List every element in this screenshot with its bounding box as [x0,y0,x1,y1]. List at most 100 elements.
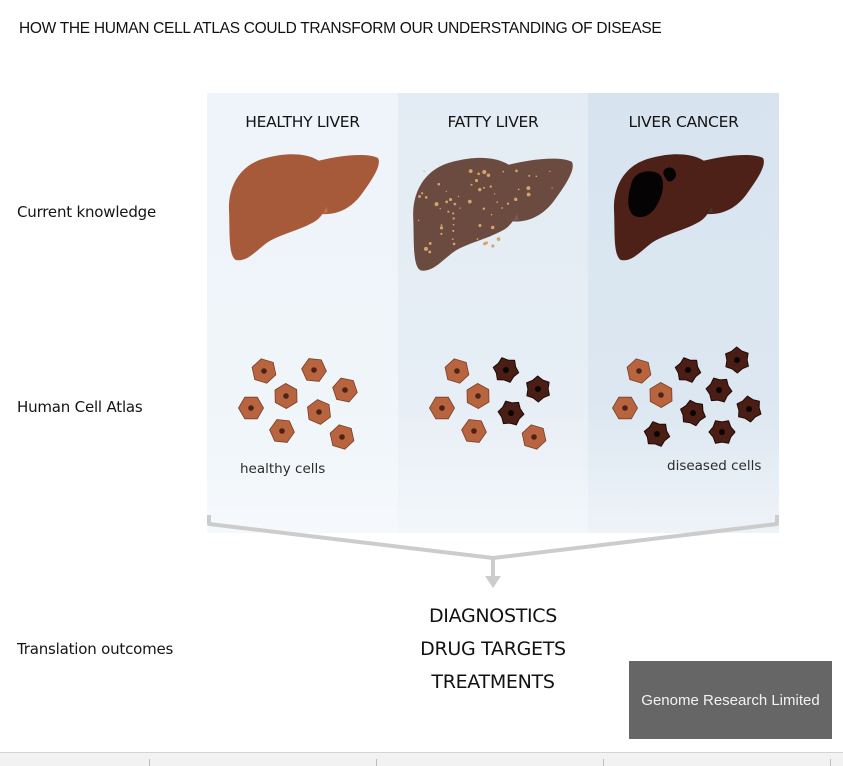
cell-nucleus [508,410,514,416]
cell-nucleus [636,368,642,374]
translation-outcomes-list: DIAGNOSTICS DRUG TARGETS TREATMENTS [380,600,606,699]
cell-nucleus [471,428,477,434]
fat-droplet [478,224,482,228]
fat-droplet [440,224,443,227]
fat-droplet [439,226,444,230]
fat-droplet [452,212,455,215]
fat-droplet [423,246,428,251]
fat-droplet [515,169,518,173]
credit-badge: Genome Research Limited [629,661,832,739]
fat-droplet [423,170,425,173]
fat-droplet [482,170,487,175]
fat-droplet [490,213,493,216]
cell-nucleus [685,367,691,373]
fat-droplet [452,217,455,220]
column-heading: HEALTHY LIVER [245,113,360,131]
healthy-cells-caption: healthy cells [240,461,326,477]
fat-droplet [490,225,495,230]
fat-droplet [501,207,503,209]
fat-droplet [489,185,492,188]
fat-droplet [483,186,485,189]
liver-left-lobe [228,154,331,261]
row-label-translation-outcomes: Translation outcomes [17,640,174,658]
cell-nucleus [503,367,509,373]
fat-droplet [418,195,422,198]
fat-droplet [486,173,491,177]
fat-droplet [452,223,455,226]
fat-droplet [417,219,420,222]
fat-droplet [496,237,501,241]
fat-droplet [535,175,538,178]
row-label-human-cell-atlas: Human Cell Atlas [17,398,143,416]
cell-nucleus [311,367,317,373]
fat-droplet [447,210,450,213]
cell-nucleus [439,405,445,411]
cell-nucleus [454,368,460,374]
cell-nucleus [475,393,481,399]
cell-nucleus [342,387,348,393]
liver-left-lobe [413,157,522,271]
diagram-title: HOW THE HUMAN CELL ATLAS COULD TRANSFORM… [19,20,662,37]
fat-droplet [496,201,499,203]
fat-droplet [424,196,428,199]
fat-droplet [493,193,496,195]
bottom-scroll-bar[interactable] [0,752,843,766]
bar-divider [603,759,604,766]
arrow-head-icon [485,576,501,588]
cell-nucleus [746,406,752,412]
fatty-liver-icon [413,157,573,271]
cell-nucleus [283,393,289,399]
bar-divider [830,759,831,766]
fat-droplet [457,195,460,198]
fat-droplet [434,202,439,207]
fat-droplet [528,174,531,177]
cell-nucleus [261,368,267,374]
liver-right-lobe [503,158,573,222]
cell-nucleus [690,410,696,416]
fat-droplet [482,207,486,211]
fat-droplet [420,192,424,195]
cell-nucleus [658,392,664,398]
fat-droplet [437,182,441,186]
fat-droplet [477,172,480,176]
fat-droplet [439,207,441,210]
liver-right-lobe [314,155,379,215]
outcome-item: TREATMENTS [431,671,555,693]
fat-droplet [506,202,510,205]
fat-droplet [502,170,505,173]
cell-nucleus [535,386,541,392]
fat-droplet [445,200,449,204]
fat-droplet [452,229,455,232]
fat-droplet [478,187,482,192]
cell-nucleus [279,428,285,434]
liver-right-lobe [699,155,764,215]
fat-droplet [467,199,472,204]
bar-divider [149,759,150,766]
cell-nucleus [734,357,740,363]
fat-droplet [476,238,479,240]
bar-divider [376,759,377,766]
cell-nucleus [248,405,254,411]
fat-droplet [448,197,453,202]
fat-droplet [428,242,432,245]
fat-droplet [526,186,531,191]
healthy-liver-icon [228,154,379,261]
tumor-large [628,171,664,218]
column-heading: FATTY LIVER [447,113,539,131]
fat-droplet [491,244,495,248]
fat-droplet [440,232,443,235]
fat-droplet [514,197,518,202]
fat-droplet [445,190,447,193]
tumor-small [663,167,676,182]
fat-droplet [451,238,454,240]
diseased-cells-caption: diseased cells [667,458,762,474]
cell-nucleus [531,434,537,440]
fat-droplet [468,169,473,174]
fat-droplet [526,192,531,197]
fat-droplet [549,170,551,173]
cell-nucleus [716,387,722,393]
fat-droplet [470,183,473,186]
cell-nucleus [339,434,345,440]
